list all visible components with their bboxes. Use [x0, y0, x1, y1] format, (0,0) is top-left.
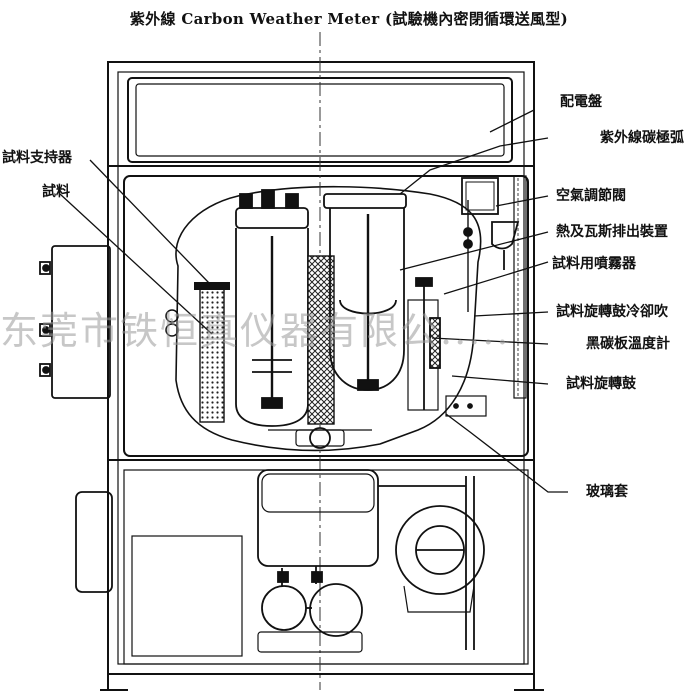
diagram-title: 紫外線 Carbon Weather Meter (試驗機內密閉循環送風型): [129, 10, 569, 28]
pump-motor-right: [309, 583, 363, 637]
specimen-holder-left: [165, 282, 230, 423]
label-specimen-holder: 試料支持器: [2, 150, 72, 166]
lower-left-panel: [131, 535, 243, 657]
carbon-arc-lamp-right: [323, 193, 407, 391]
label-black-panel-thermometer: 黑碳板溫度計: [586, 336, 670, 352]
label-glass-cover: 玻璃套: [586, 484, 628, 500]
cabinet-outer: [107, 61, 535, 675]
watermark: 东莞市铁恒真仪器有限公.....: [0, 309, 511, 353]
label-specimen-drum-cooling: 試料旋轉鼓冷卻吹: [556, 304, 668, 320]
left-side-control-box: [39, 245, 113, 593]
leader-lines: [59, 109, 568, 493]
specimen-rotating-drum-right: [407, 277, 487, 417]
lower-machinery: [257, 469, 485, 653]
label-specimen-sprayer: 試料用噴霧器: [552, 256, 636, 272]
left-motor-housing: [75, 491, 113, 593]
drum-drive-shaft: [268, 427, 372, 449]
carbon-arc-lamp-left: [235, 189, 309, 427]
exhaust-assembly: [461, 175, 527, 399]
label-air-regulator-valve: 空氣調節閥: [556, 188, 626, 204]
label-specimen: 試料: [42, 184, 70, 200]
label-control-panel: 配電盤: [560, 94, 602, 110]
pump-motor-left: [261, 585, 307, 631]
label-uv-carbon-arc: 紫外線碳極弧: [600, 130, 684, 146]
label-specimen-rotating-drum: 試料旋轉鼓: [566, 376, 636, 392]
label-heat-gas-exhaust: 熱及瓦斯排出裝置: [556, 224, 668, 240]
blower-wheel: [395, 505, 485, 595]
water-tank: [257, 469, 379, 567]
test-chamber: [123, 175, 529, 457]
